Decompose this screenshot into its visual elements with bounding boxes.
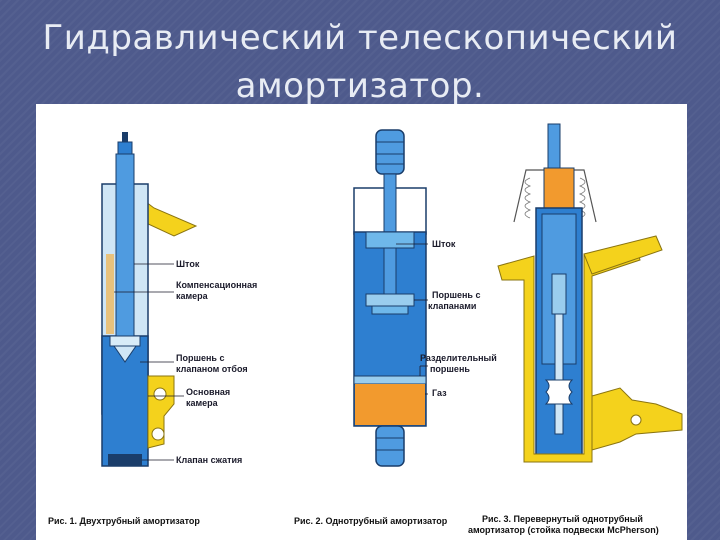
fig3-rod (554, 313, 564, 435)
fig3-caption-2: амортизатор (стойка подвески McPherson) (468, 525, 659, 535)
fig1-label-comp-1: Компенсационная (176, 280, 257, 290)
fig2-bottom-eye (375, 425, 405, 467)
fig1-rod (115, 153, 135, 345)
fig2-caption: Рис. 2. Однотрубный амортизатор (294, 516, 448, 526)
fig2-label-rod: Шток (432, 239, 456, 249)
fig3-caption-1: Рис. 3. Перевернутый однотрубный (482, 514, 643, 524)
slide-title: Гидравлический телескопический амортизат… (0, 14, 720, 110)
fig2-top-eye-ribs (376, 141, 404, 165)
fig2-leader-lines (396, 243, 428, 395)
fig3-top-stem (547, 123, 561, 169)
fig1-label-piston-2: клапаном отбоя (176, 364, 248, 374)
fig2-separator (353, 375, 427, 385)
fig2-guide (365, 231, 415, 249)
fig1-piston (109, 335, 141, 347)
fig1-piston-cone (113, 345, 137, 363)
fig3-gas (543, 167, 575, 209)
fig1-compression-valve (108, 454, 142, 466)
fig1-label-rod: Шток (176, 259, 200, 269)
fig1-bolt-hole-1 (153, 387, 167, 401)
fig2-top-eye (375, 129, 405, 175)
fig1-leader-lines (114, 263, 184, 461)
fig1-label-comp-2: камера (176, 291, 209, 301)
fig3-spring-seat (583, 235, 663, 275)
title-line-2: амортизатор. (235, 66, 485, 106)
figure1-twin-tube: Шток Компенсационная камера Поршень с кл… (48, 132, 257, 526)
fig1-label-main-1: Основная (186, 387, 230, 397)
fig2-gas (355, 384, 425, 425)
figure2-mono-tube: Шток Поршень с клапанами Разделительный … (294, 129, 497, 526)
fig2-bottom-eye-ribs (376, 437, 404, 451)
fig2-piston-valves (371, 305, 409, 315)
fig1-caption: Рис. 1. Двухтрубный амортизатор (48, 516, 200, 526)
fig2-piston (365, 293, 415, 307)
fig1-comp-chamber (106, 254, 114, 334)
fig2-label-piston-2: клапанами (428, 301, 476, 311)
figure-panel: Шток Компенсационная камера Поршень с кл… (36, 104, 687, 540)
figure3-inverted-strut: Рис. 3. Перевернутый однотрубный амортиз… (468, 123, 683, 535)
fig3-strut-housing (497, 243, 641, 463)
fig3-bump-stop (544, 379, 574, 405)
fig2-label-gas: Газ (432, 388, 447, 398)
fig2-label-piston-1: Поршень с (432, 290, 480, 300)
fig1-bolt-hole-2 (151, 427, 165, 441)
fig1-label-piston-1: Поршень с (176, 353, 224, 363)
fig3-knuckle-hole (630, 414, 642, 426)
fig2-label-separator-1: Разделительный (420, 353, 497, 363)
fig2-label-separator-2: поршень (430, 364, 470, 374)
fig3-piston (551, 273, 567, 315)
fig1-label-main-2: камера (186, 398, 219, 408)
title-line-1: Гидравлический телескопический (42, 18, 678, 58)
fig1-rod-tip (122, 132, 128, 148)
shock-absorber-diagram: Шток Компенсационная камера Поршень с кл… (48, 123, 683, 535)
fig1-label-valve: Клапан сжатия (176, 455, 242, 465)
